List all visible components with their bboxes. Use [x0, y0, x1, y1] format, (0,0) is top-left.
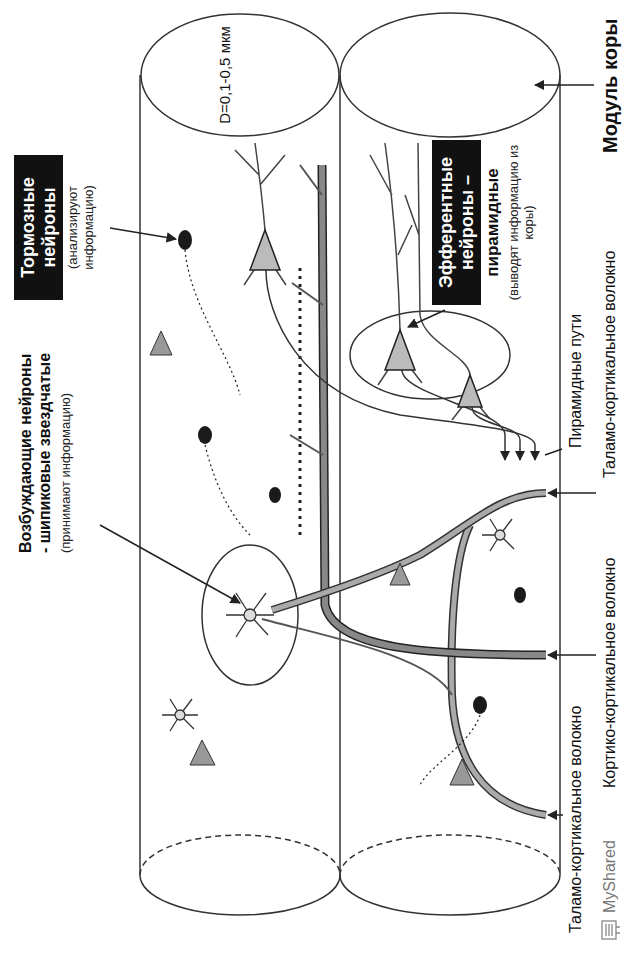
fiber-outline: [272, 493, 546, 610]
inhibitory-cell: [473, 696, 487, 714]
inhibitory-cell: [178, 230, 192, 250]
node-heading: Тормозные нейроны: [14, 155, 63, 300]
cylinder-base-hidden: [140, 835, 340, 875]
node-text: (выводят информацию из коры): [506, 140, 537, 305]
node-heading: Эфферентные нейроны –: [432, 140, 481, 305]
stellate-spines: [162, 699, 198, 731]
label-text: Пирамидные пути: [566, 312, 585, 450]
cylinder-edge: [559, 75, 561, 875]
stellate-cell: [244, 609, 256, 621]
leader-line: [408, 310, 445, 327]
fiber-branch: [290, 165, 323, 455]
stellate-neurons: [162, 519, 514, 731]
label-text: (принимают информацию): [58, 391, 74, 555]
interneuron-cell: [150, 331, 172, 355]
leader-line: [100, 525, 240, 603]
fiber-arrow: [548, 814, 563, 816]
thalamo-cortical-fiber: [272, 493, 546, 610]
minicolumn-ring: [202, 545, 298, 685]
fiber-arrow: [548, 654, 596, 656]
cylinder-base: [340, 875, 560, 915]
module-label: Модуль коры: [598, 17, 622, 155]
inhibitory-label-box: Тормозные нейроны(анализируют информацию…: [14, 155, 97, 300]
node-heading: D=0,1-0,5 мкм: [216, 25, 234, 125]
label-text: Кортико-кортикальное волокно: [600, 556, 619, 790]
beaded-axon: [299, 265, 302, 535]
fiber-arrow: [548, 492, 596, 494]
arrows-and-leaders: [100, 85, 596, 815]
icon-lines: [606, 924, 620, 936]
cylinder-outline: [140, 13, 560, 915]
label-text: Таламо-кортикальное волокно: [566, 704, 585, 935]
dendrite: [235, 143, 286, 285]
interneuron-cell: [390, 563, 410, 585]
label-text: MyShared: [600, 838, 619, 915]
node-text: (анализируют информацию): [65, 155, 96, 300]
fiber-label: Таламо-кортикальное волокно: [566, 704, 585, 935]
inhibitory-cell: [198, 426, 212, 444]
ellipse-outline: [140, 13, 340, 137]
ellipse-shape: [141, 14, 339, 136]
efferent-label-box: Эфферентные нейроны –пирамидные(выводят …: [432, 140, 537, 305]
minicolumn-ring: [350, 311, 510, 399]
pyramidal-cell: [250, 230, 280, 270]
inhibitory-axon: [185, 250, 480, 785]
watermark-icon: [602, 921, 620, 939]
cylinder-edge: [339, 75, 341, 875]
stellate-cell: [175, 710, 185, 720]
cylinder-end: [340, 13, 560, 137]
dendrite: [370, 143, 422, 385]
inhibitory-cell: [269, 487, 281, 503]
inhibitory-cell: [514, 587, 526, 603]
cylinder-edge: [139, 75, 141, 875]
label-text: Модуль коры: [598, 17, 622, 155]
pyramidal-cell: [458, 375, 482, 407]
node-text: пирамидные: [483, 140, 503, 305]
fiber-label: Кортико-кортикальное волокно: [600, 556, 619, 790]
cylinder-base: [140, 875, 340, 915]
label-text: Таламо-кортикальное волокно: [600, 249, 619, 480]
tract-label: Пирамидные пути: [566, 312, 585, 450]
interneurons: [150, 331, 474, 785]
fiber-label: Таламо-кортикальное волокно: [600, 249, 619, 480]
inhibitory-neurons: [178, 230, 526, 785]
stellate-spines: [482, 519, 514, 551]
stellate-cell: [495, 530, 505, 540]
excitatory-label: Возбуждающие нейроны - шипиковые звездча…: [16, 350, 54, 555]
interneuron-cell: [450, 759, 474, 785]
label-text: Возбуждающие нейроны - шипиковые звездча…: [16, 350, 54, 555]
axon: [402, 370, 505, 460]
axon: [472, 407, 520, 460]
module-ellipse: D=0,1-0,5 мкм: [140, 13, 340, 137]
leader-line: [545, 449, 562, 455]
watermark: MyShared: [600, 838, 619, 915]
excitatory-note: (принимают информацию): [56, 391, 74, 555]
leader-line: [110, 228, 176, 239]
interneuron-cell: [190, 740, 215, 765]
fiber-branch: [262, 619, 452, 695]
pyramidal-cell: [385, 330, 415, 370]
module-arrow: [535, 84, 594, 86]
cylinder-base-hidden: [340, 835, 560, 875]
